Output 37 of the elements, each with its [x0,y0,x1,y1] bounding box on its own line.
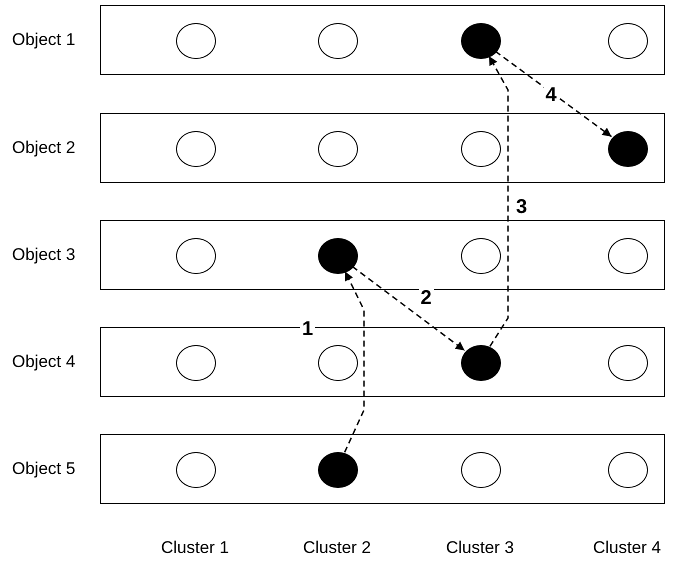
row-bar [100,113,665,183]
empty-circle [461,452,501,488]
column-label: Cluster 4 [592,538,662,558]
filled-circle [461,23,501,59]
filled-circle [461,345,501,381]
dashed-arrow [488,56,509,347]
empty-circle [608,238,648,274]
column-label: Cluster 3 [446,538,514,558]
row-bar [100,434,665,504]
row-bar [100,5,665,75]
empty-circle [461,131,501,167]
empty-circle [608,345,648,381]
empty-circle [318,23,358,59]
empty-circle [318,345,358,381]
dashed-arrow [352,266,466,352]
empty-circle [176,238,216,274]
column-label: Cluster 1 [160,538,230,558]
empty-circle [608,452,648,488]
row-label: Object 4 [12,352,76,372]
column-label: Cluster 2 [302,538,372,558]
empty-circle [176,131,216,167]
row-bar [100,220,665,290]
filled-circle [318,452,358,488]
filled-circle [318,238,358,274]
dashed-arrow [495,50,612,138]
empty-circle [176,345,216,381]
dashed-arrow [344,271,365,453]
row-label: Object 2 [12,138,76,158]
empty-circle [461,238,501,274]
empty-circle [318,131,358,167]
row-label: Object 3 [12,245,76,265]
row-label: Object 5 [12,459,76,479]
row-label: Object 1 [12,30,76,50]
filled-circle [608,131,648,167]
empty-circle [176,23,216,59]
empty-circle [608,23,648,59]
empty-circle [176,452,216,488]
